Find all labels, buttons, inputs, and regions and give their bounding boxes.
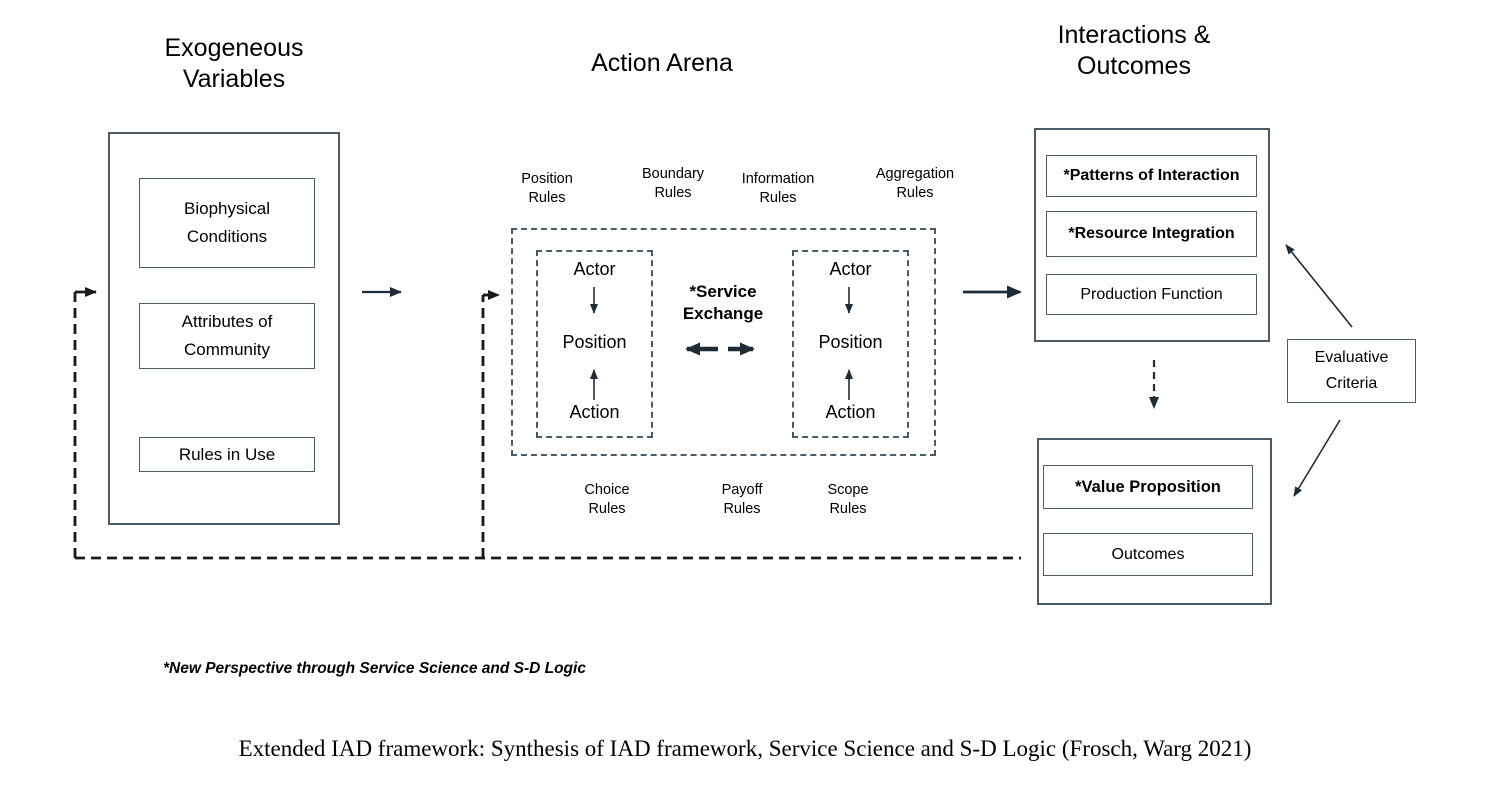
payoff-rules-label: Payoff Rules [692,481,792,519]
right-position-label: Position [818,332,883,352]
attributes-line2: Community [184,340,270,359]
right-actor-box [792,250,909,438]
exogenous-variables-box [108,132,340,525]
boundary-rules-label: Boundary Rules [622,165,724,203]
service-exchange-label: *Service Exchange [660,281,786,325]
choice-rules-line2: Rules [588,501,626,517]
left-actor-label: Actor [573,259,616,279]
figure-caption: Extended IAD framework: Synthesis of IAD… [238,736,1252,761]
aggregation-rules-label: Aggregation Rules [858,165,972,203]
rules-in-use-box: Rules in Use [139,437,315,472]
service-exchange-line2: Exchange [682,304,764,323]
exogenous-header-line1: Exogeneous [164,34,304,62]
action-arena-header: Action Arena [591,49,733,77]
production-function-label: Production Function [1080,285,1223,303]
position-rules-label: Position Rules [497,170,597,208]
scope-rules-label: Scope Rules [798,481,898,519]
interactions-box [1034,128,1270,342]
arrow-evaluative-to-outcomes [1293,419,1341,497]
payoff-rules-line2: Rules [723,501,761,517]
outcomes-box [1037,438,1272,605]
exogenous-variables-header: Exogeneous Variables [134,33,334,95]
information-rules-line2: Rules [759,190,797,206]
interactions-header-line2: Outcomes [1077,52,1191,80]
left-action-label: Action [569,402,620,422]
right-action-label: Action [825,402,876,422]
right-actor-label: Actor [829,259,872,279]
evaluative-criteria-box: Evaluative Criteria [1287,339,1416,403]
production-function-box: Production Function [1046,274,1257,315]
value-proposition-box: *Value Proposition [1043,465,1253,509]
interactions-header-line1: Interactions & [1057,21,1211,49]
evaluative-criteria-line1: Evaluative [1314,349,1389,366]
outcomes-inner-box: Outcomes [1043,533,1253,576]
choice-rules-label: Choice Rules [557,481,657,519]
interactions-outcomes-header: Interactions & Outcomes [1014,20,1254,82]
choice-rules-line1: Choice [584,482,630,498]
action-arena-box [511,228,936,456]
information-rules-label: Information Rules [722,170,834,208]
biophysical-line1: Biophysical [184,199,270,218]
payoff-rules-line1: Payoff [721,482,763,498]
biophysical-line2: Conditions [186,227,268,246]
footnote: *New Perspective through Service Science… [163,660,586,677]
scope-rules-line2: Rules [829,501,867,517]
patterns-of-interaction-label: *Patterns of Interaction [1063,167,1240,184]
patterns-of-interaction-box: *Patterns of Interaction [1046,155,1257,197]
information-rules-line1: Information [741,171,815,187]
left-position-label: Position [562,332,627,352]
outcomes-label: Outcomes [1111,545,1185,563]
boundary-rules-line1: Boundary [641,166,705,182]
position-rules-line1: Position [521,171,573,187]
position-rules-line2: Rules [528,190,566,206]
service-exchange-line1: *Service [689,282,757,301]
scope-rules-line1: Scope [827,482,869,498]
resource-integration-box: *Resource Integration [1046,211,1257,257]
rules-in-use-label: Rules in Use [178,444,276,464]
biophysical-conditions-box: Biophysical Conditions [139,178,315,268]
aggregation-rules-line2: Rules [896,185,934,201]
arrow-evaluative-to-interactions [1285,244,1353,328]
attributes-of-community-box: Attributes of Community [139,303,315,369]
evaluative-criteria-line2: Criteria [1325,375,1378,392]
aggregation-rules-line1: Aggregation [875,166,955,182]
left-actor-box [536,250,653,438]
boundary-rules-line2: Rules [654,185,692,201]
attributes-line1: Attributes of [181,312,273,331]
value-proposition-label: *Value Proposition [1075,477,1221,496]
resource-integration-label: *Resource Integration [1068,225,1235,242]
exogenous-header-line2: Variables [182,65,286,93]
